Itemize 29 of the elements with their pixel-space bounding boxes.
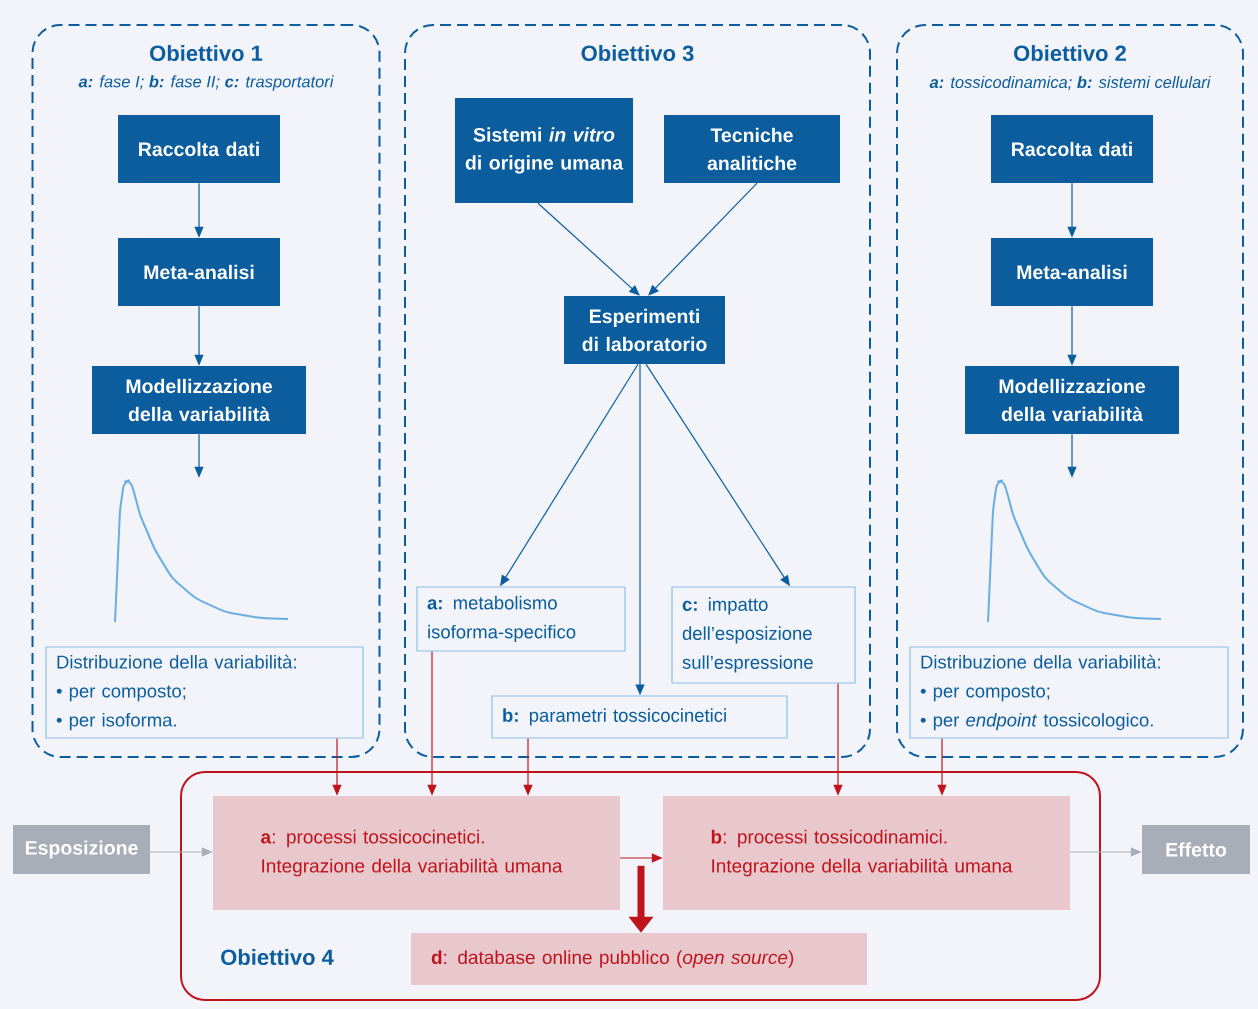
result-box: b: parametri tossicocinetici bbox=[491, 695, 788, 739]
process-box: Esperimenti di laboratorio bbox=[564, 296, 725, 364]
process-box: Raccolta dati bbox=[118, 115, 280, 183]
process-box: Meta-analisi bbox=[991, 238, 1153, 306]
distribution-curve bbox=[987, 479, 1162, 623]
arrow bbox=[537, 202, 640, 296]
result-box: c: impatto dell’esposizione sull’espressione bbox=[671, 586, 856, 684]
panel-title: Obiettivo 3 bbox=[581, 44, 694, 62]
arrow bbox=[648, 182, 758, 296]
result-box: a: metabolismo isoforma-specifico bbox=[416, 586, 626, 652]
process-box: Sistemi in vitro di origine umana bbox=[455, 98, 633, 203]
panel-title: Obiettivo 2 bbox=[1014, 44, 1126, 62]
panel-title: Obiettivo 1 bbox=[150, 44, 263, 62]
process-box: Modellizzazione della variabilità bbox=[92, 366, 306, 434]
process-box: Meta-analisi bbox=[118, 238, 280, 306]
process-box: d: database online pubblico (open source) bbox=[411, 933, 867, 985]
process-box: Tecniche analitiche bbox=[664, 115, 840, 183]
panel-subtitle: a: tossicodinamica; b: sistemi cellulari bbox=[929, 75, 1211, 91]
process-box: Raccolta dati bbox=[991, 115, 1153, 183]
panel-subtitle: a: fase I; b: fase II; c: trasportatori bbox=[78, 75, 334, 91]
input-box: Esposizione bbox=[13, 825, 150, 874]
panel-title: Obiettivo 4 bbox=[221, 948, 334, 966]
input-box: Effetto bbox=[1142, 825, 1250, 874]
process-box: a: processi tossicocinetici. Integrazione della variabilità umana bbox=[213, 796, 620, 910]
process-box: b: processi tossicodinamici. Integrazione della variabilità umana bbox=[663, 796, 1070, 910]
distribution-curve bbox=[114, 479, 289, 623]
result-box: Distribuzione della variabilità: • per composto; • per endpoint tossicologico. bbox=[909, 646, 1229, 739]
result-box: Distribuzione della variabilità: • per composto; • per isoforma. bbox=[45, 646, 364, 739]
process-box: Modellizzazione della variabilità bbox=[965, 366, 1179, 434]
